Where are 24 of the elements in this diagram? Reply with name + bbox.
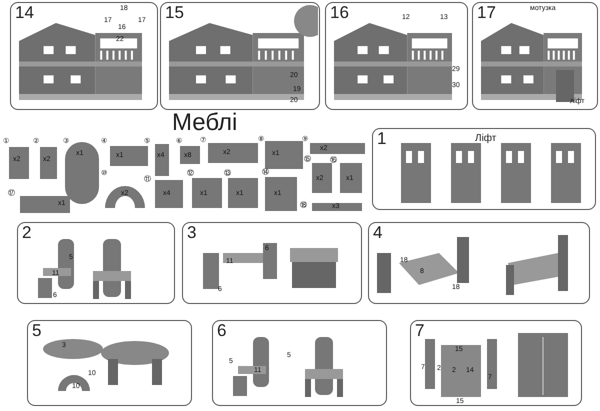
step-number: 2: [22, 224, 32, 242]
step-number: 16: [330, 4, 349, 22]
step-panel: [325, 2, 468, 110]
sheet-title: Меблі: [172, 110, 238, 136]
step-number: 15: [165, 4, 184, 22]
panel-heading: Ліфт: [475, 133, 496, 144]
step-number: 6: [217, 322, 226, 340]
step-number: 14: [15, 4, 34, 22]
step-panel: [372, 128, 596, 210]
step-panel: [182, 222, 362, 304]
step-panel: [410, 320, 582, 406]
step-number: 4: [373, 224, 382, 242]
step-number: 5: [32, 322, 42, 340]
step-panel: [212, 320, 387, 406]
step-number: 7: [415, 322, 424, 340]
step-panel: [472, 2, 598, 110]
step-number: 17: [477, 4, 496, 22]
step-number: 1: [377, 130, 386, 148]
step-panel: [10, 2, 158, 110]
step-number: 3: [187, 224, 196, 242]
step-panel: [160, 2, 320, 110]
step-panel: [368, 222, 590, 304]
step-panel: [17, 222, 175, 304]
step-panel: [27, 320, 192, 406]
